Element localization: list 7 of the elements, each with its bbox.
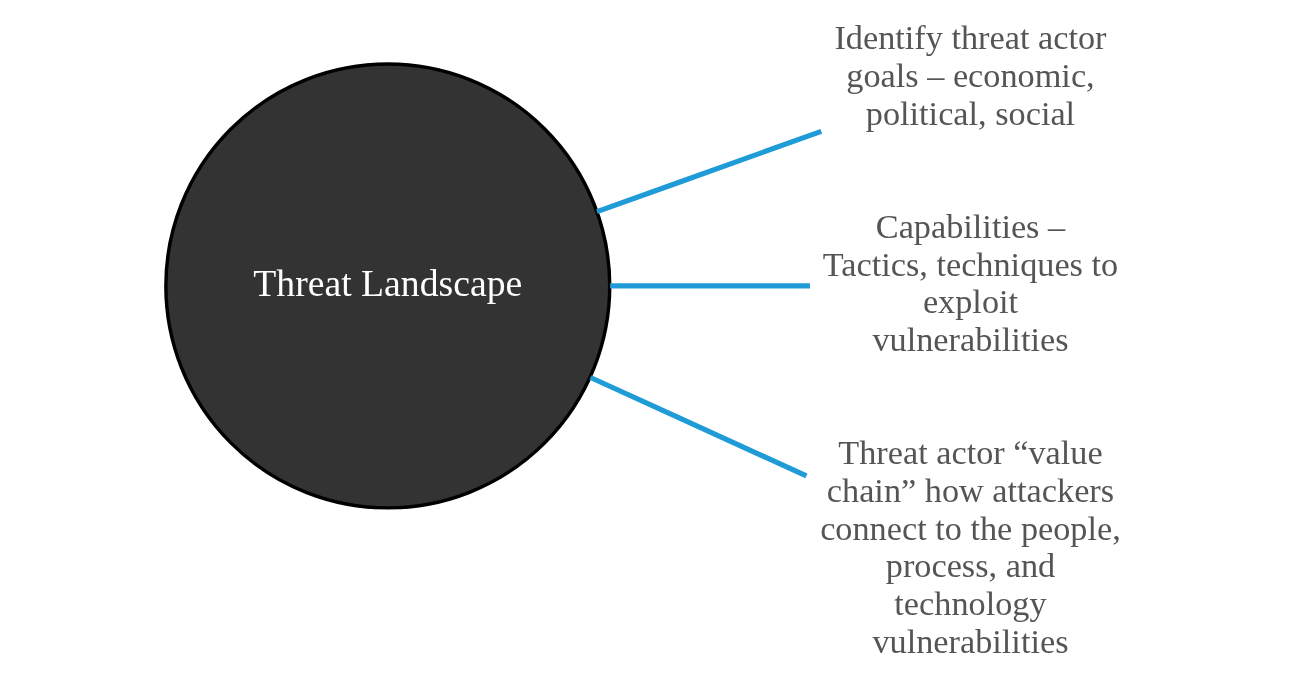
connector	[595, 128, 822, 215]
node-text: Threat actor “value chain” how attackers connect to the people, process, and technology vulnerabilities	[819, 433, 1121, 660]
connector	[609, 283, 810, 289]
connector	[588, 375, 807, 479]
node-text: Capabilities – Tactics, techniques to exploit vulnerabilities	[822, 206, 1118, 359]
node-circle: Threat Landscape	[163, 62, 611, 510]
node-text: Identify threat actor goals – economic, political, social	[833, 18, 1107, 132]
